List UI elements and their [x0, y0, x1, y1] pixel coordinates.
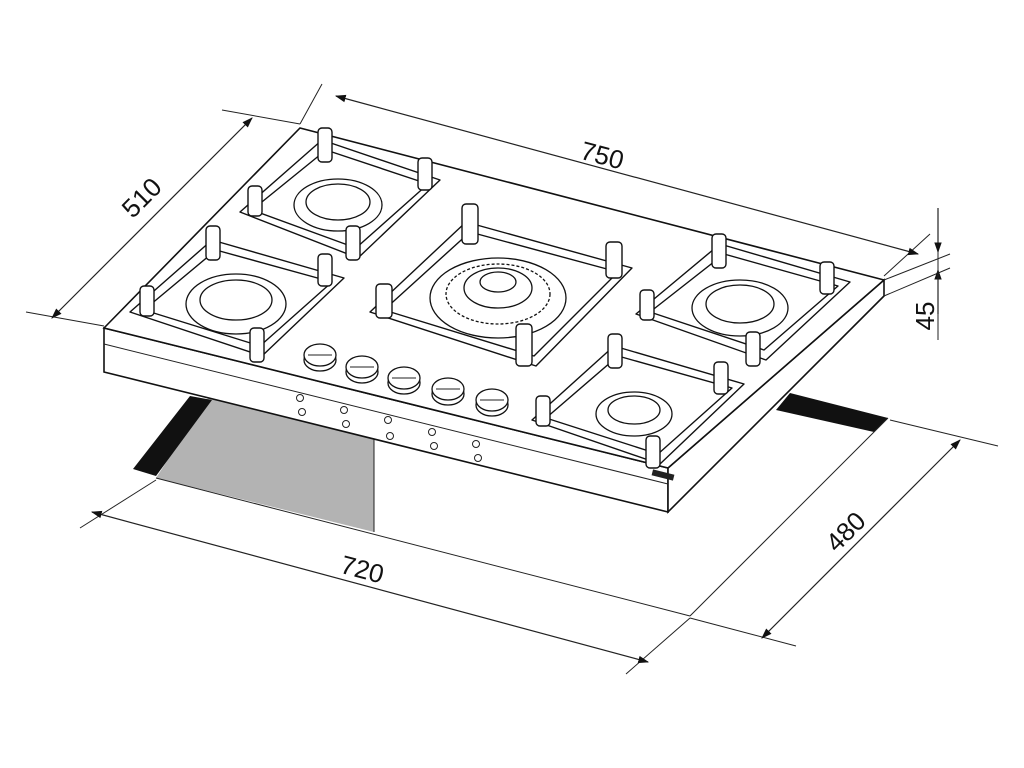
pan-support: [139, 285, 155, 317]
pan-support: [249, 327, 265, 363]
wok-burner-cap: [479, 271, 517, 293]
dimension-label-750: 750: [577, 135, 627, 175]
pan-support: [247, 185, 263, 217]
pan-support: [713, 361, 729, 395]
pan-support: [605, 241, 623, 279]
knob-2: [345, 355, 379, 384]
burner-cap: [705, 284, 775, 324]
pan-support: [515, 323, 533, 367]
pan-support: [711, 233, 727, 269]
dimension-height: 45: [883, 208, 951, 340]
burner-cap: [199, 279, 273, 321]
dimension-label-510: 510: [116, 172, 168, 224]
pan-support: [345, 225, 361, 261]
cutout-shaded-wall: [156, 398, 374, 532]
knob-1: [303, 343, 337, 372]
pan-support: [317, 253, 333, 287]
burner-cap: [607, 395, 661, 425]
burner-center-wok: [369, 203, 633, 367]
dimension-label-720: 720: [337, 549, 387, 589]
pan-support: [417, 157, 433, 191]
dimension-cutout-width: 720: [79, 479, 691, 675]
cutout-dark-edge-right: [776, 393, 888, 432]
dimension-width-top: 750: [299, 83, 931, 277]
burner-cap: [305, 183, 371, 221]
knob-5: [475, 388, 509, 417]
cutout-dark-edge-left: [133, 396, 212, 476]
pan-support: [639, 289, 655, 321]
pan-support: [535, 395, 551, 427]
dimension-label-480: 480: [820, 506, 872, 558]
knob-spindle-holes: [296, 394, 482, 462]
pan-support: [461, 203, 479, 245]
pan-support: [819, 261, 835, 295]
knob-3: [387, 366, 421, 395]
knob-4: [431, 377, 465, 406]
burner-front-right: [531, 333, 745, 469]
pan-support: [607, 333, 623, 369]
pan-support: [645, 435, 661, 469]
cutout-front-edge: [155, 477, 691, 617]
pan-support: [745, 331, 761, 367]
pan-support: [205, 225, 221, 261]
dimension-label-45: 45: [910, 302, 940, 331]
burner-back-right: [635, 233, 851, 367]
pan-support: [375, 283, 393, 319]
dimension-cutout-depth: 480: [689, 419, 999, 647]
brand-logo: [651, 469, 675, 481]
pan-support: [317, 127, 333, 163]
hob-glass-edge: [103, 343, 669, 485]
control-knobs: [303, 343, 509, 417]
